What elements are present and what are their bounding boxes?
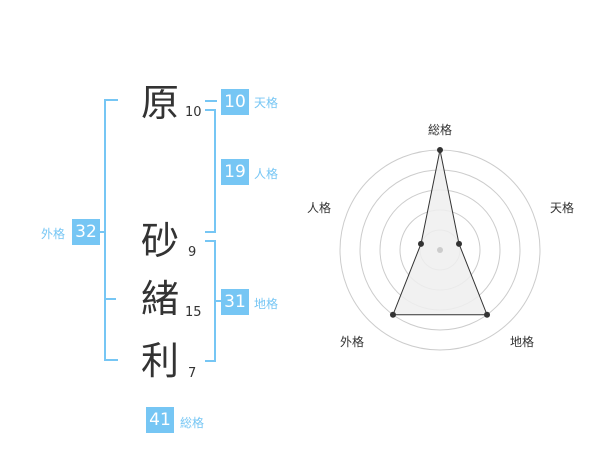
radar-point-3: [389, 311, 396, 318]
stroke-count-3: 15: [185, 305, 202, 320]
chikaku-label: 地格: [254, 297, 279, 311]
soukaku-value: 41: [146, 407, 174, 433]
jinkaku-value: 19: [221, 159, 249, 185]
radar-point-2: [484, 311, 491, 318]
name-char-2: 砂: [140, 219, 179, 263]
radar-point-1: [456, 240, 463, 247]
gaikaku-middle-tick: [106, 298, 116, 300]
radar-point-4: [417, 240, 424, 247]
tenkaku-label: 天格: [254, 96, 279, 110]
stroke-count-1: 10: [185, 105, 202, 120]
gaikaku-bracket: [104, 99, 118, 361]
jinkaku-bracket: [205, 109, 216, 233]
radar-center-dot: [437, 247, 443, 253]
jinkaku-label: 人格: [254, 167, 279, 181]
tenkaku-value: 10: [221, 89, 249, 115]
name-char-1: 原: [140, 81, 179, 125]
radar-label-gaikaku: 外格: [340, 335, 365, 349]
radar-label-chikaku: 地格: [510, 335, 535, 349]
stroke-count-2: 9: [188, 245, 197, 260]
tenkaku-bracket: [205, 100, 217, 102]
soukaku-label: 総格: [180, 416, 205, 430]
radar-label-tenkaku: 天格: [550, 201, 575, 215]
name-char-3: 緒: [140, 277, 179, 321]
name-char-4: 利: [140, 339, 179, 383]
gaikaku-connector: [98, 231, 104, 233]
stroke-count-4: 7: [188, 366, 197, 381]
chikaku-connector: [216, 300, 222, 302]
chikaku-value: 31: [221, 289, 249, 315]
gaikaku-label: 外格: [41, 227, 66, 241]
radar-point-0: [437, 147, 443, 153]
chikaku-bracket: [205, 240, 216, 362]
gaikaku-value: 32: [72, 219, 100, 245]
radar-label-jinkaku: 人格: [307, 201, 332, 215]
radar-label-soukaku: 総格: [428, 123, 453, 137]
radar-polygon: [392, 149, 488, 316]
